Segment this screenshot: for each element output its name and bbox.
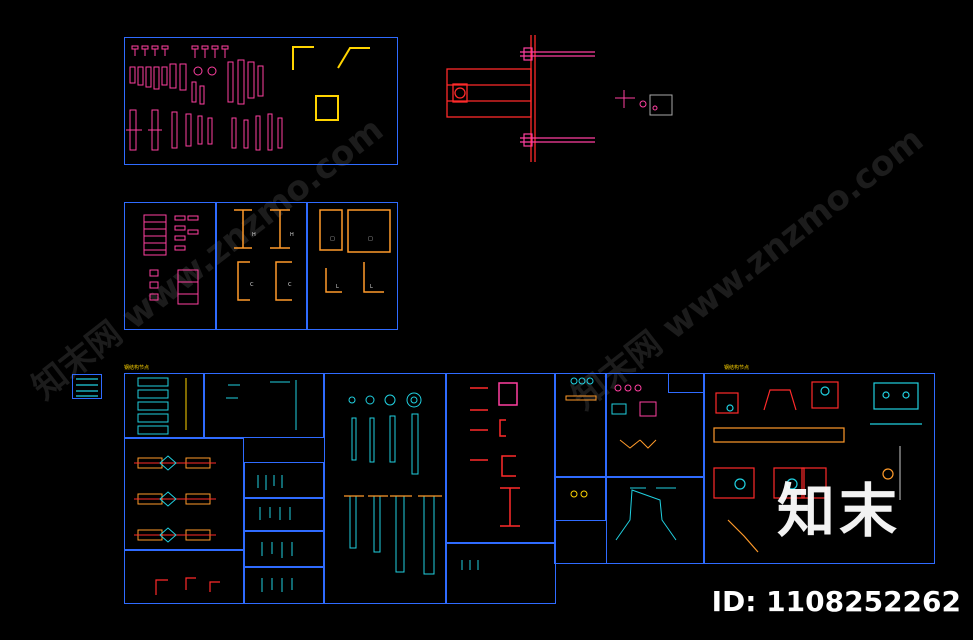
plate-connections — [134, 455, 216, 543]
beam-connection — [446, 35, 536, 162]
frame-bl-h — [446, 543, 556, 604]
frame-bl-d — [244, 462, 324, 604]
frame-bl-d3 — [244, 530, 324, 532]
label-l-2: L — [370, 284, 373, 290]
frame-br-a — [554, 373, 606, 477]
frame-br-e — [704, 373, 935, 564]
fastener-row-3 — [126, 109, 283, 151]
frame-bl-e — [124, 550, 244, 604]
frame-br-d — [606, 477, 704, 564]
label-c-section-2: C — [288, 282, 292, 288]
frame-bolt-table-divider1 — [215, 202, 217, 330]
frame-legend — [72, 374, 102, 399]
angle-sections — [292, 46, 370, 121]
label-box-1: □ — [330, 236, 335, 242]
frame-br-f — [668, 373, 704, 393]
label-i-section-2: H — [290, 232, 294, 238]
small-anchors — [461, 560, 479, 570]
anchor-bolt-group — [348, 392, 435, 575]
brand-logo: 知末 — [776, 477, 901, 545]
br-lower-joints — [713, 446, 901, 553]
label-box-2: □ — [368, 236, 373, 242]
br-column-base — [870, 382, 922, 425]
br-small-parts — [565, 377, 677, 541]
bolt-table — [143, 214, 199, 305]
frame-bl-b — [204, 373, 324, 438]
anchor-rods — [520, 47, 595, 147]
frame-bl-d4 — [244, 566, 324, 568]
frame-br-c — [554, 477, 606, 521]
label-c-section-1: C — [250, 282, 254, 288]
br-beam-joint — [713, 381, 845, 443]
bolt-rows — [226, 380, 297, 592]
frame-bolt-table — [124, 202, 398, 330]
label-i-section-1: H — [252, 232, 256, 238]
fastener-row-1 — [131, 45, 229, 58]
small-detail — [615, 90, 673, 116]
label-l-1: L — [336, 284, 339, 290]
frame-bl-d2 — [244, 497, 324, 499]
frame-fasteners — [124, 37, 398, 165]
legend-swatches — [76, 378, 98, 397]
frame-br-b — [606, 373, 704, 477]
frame-bl-f — [324, 373, 446, 604]
steel-profiles — [234, 209, 391, 301]
fastener-row-2 — [129, 59, 264, 105]
frame-bl-g — [446, 373, 556, 543]
section-title-left: 钢结构节点 — [124, 365, 150, 371]
frame-bolt-table-divider2 — [306, 202, 308, 330]
section-title-right: 钢结构节点 — [724, 365, 750, 371]
image-id-label: ID: 1108252262 — [711, 585, 961, 618]
frame-bl-c — [124, 438, 244, 550]
angle-details — [155, 577, 220, 595]
channel-details — [470, 382, 520, 527]
table-detail-cyan — [137, 377, 187, 435]
frame-bl-a — [124, 373, 204, 438]
